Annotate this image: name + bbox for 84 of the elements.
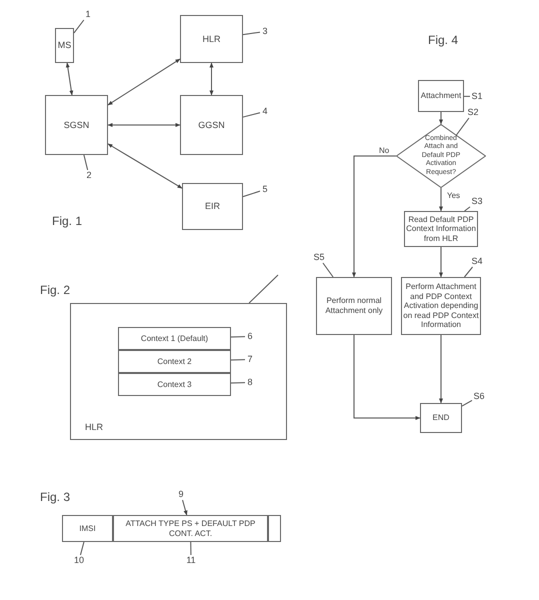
leader-line: [242, 32, 260, 36]
step-label: S5: [312, 252, 326, 263]
node-text: HLR: [85, 422, 104, 433]
reference-number: 6: [245, 331, 255, 342]
reference-number: 1: [83, 9, 93, 20]
leader-line: [248, 274, 278, 304]
step-label: S6: [472, 391, 486, 402]
reference-number: 5: [260, 184, 270, 195]
reference-number: 7: [245, 354, 255, 365]
leader-line: [74, 20, 84, 34]
leader-line: [80, 542, 84, 556]
node-text: ATTACH TYPE PS + DEFAULT PDP CONT. ACT.: [124, 518, 256, 538]
terminator-box: [420, 403, 462, 433]
node-text: Context 3: [157, 380, 192, 390]
decision-diamond: [396, 124, 486, 188]
network-node-box: [180, 15, 243, 63]
network-node-box: [45, 95, 108, 155]
database-box: [70, 303, 287, 440]
node-text: Context 1 (Default): [140, 334, 208, 344]
reference-number: 4: [260, 106, 270, 117]
arrow: [439, 112, 443, 124]
leader-line: [464, 206, 470, 212]
process-box: [418, 80, 464, 112]
arrow: [108, 58, 180, 106]
message-field: [113, 515, 268, 542]
step-label: S3: [470, 196, 484, 207]
reference-number: 2: [84, 170, 94, 181]
reference-number: 3: [260, 26, 270, 37]
leader-line: [230, 382, 246, 384]
leader-line: [182, 500, 188, 516]
node-text: SGSN: [64, 120, 90, 130]
figure-label: Fig. 1: [52, 214, 82, 228]
node-text: EIR: [204, 201, 220, 212]
arrow: [439, 334, 443, 404]
node-text: Read Default PDP Context Information from HLR: [406, 214, 476, 244]
node-text: IMSI: [79, 524, 96, 534]
node-text: Perform normal Attachment only: [324, 296, 384, 316]
network-node-box: [182, 183, 243, 230]
reference-number: 10: [72, 555, 86, 566]
leader-line: [190, 542, 192, 556]
node-text: END: [432, 413, 450, 423]
leader-line: [456, 118, 470, 136]
table-row: [118, 327, 231, 350]
arrow: [66, 62, 74, 96]
network-node-box: [180, 95, 243, 155]
table-row: [118, 350, 231, 373]
figure-label: Fig. 2: [40, 283, 70, 297]
leader-line: [242, 112, 260, 118]
leader-line: [322, 262, 334, 278]
table-row: [118, 373, 231, 396]
leader-line: [464, 266, 474, 278]
reference-number: 8: [245, 377, 255, 388]
leader-line: [464, 96, 470, 97]
edge-label: No: [378, 146, 390, 155]
leader-line: [242, 190, 260, 198]
figure-label: Fig. 3: [40, 490, 70, 504]
leader-line: [462, 400, 472, 407]
arrow: [210, 62, 214, 96]
node-text: Perform Attachment and PDP Context Activation depending on read PDP Context Information: [403, 282, 479, 330]
node-text: HLR: [202, 34, 220, 44]
edge-label: Yes: [446, 191, 462, 200]
terminal-box: [55, 28, 74, 63]
leader-line: [230, 336, 246, 338]
arrow: [354, 334, 420, 420]
reference-number: 11: [184, 555, 198, 566]
step-label: S1: [470, 91, 484, 102]
node-text: MS: [58, 40, 72, 51]
arrow: [108, 123, 180, 127]
process-box: [316, 277, 392, 335]
node-text: Attachment: [420, 91, 462, 101]
step-label: S2: [466, 107, 480, 118]
node-text: GGSN: [198, 120, 225, 130]
arrow: [352, 156, 396, 278]
arrow: [108, 143, 182, 189]
message-field: [62, 515, 113, 542]
step-label: S4: [470, 256, 484, 267]
arrow: [439, 246, 443, 278]
reference-number: 9: [176, 489, 186, 500]
leader-line: [83, 154, 88, 170]
arrow: [439, 188, 443, 212]
box-shape: [268, 515, 281, 542]
leader-line: [230, 359, 246, 360]
figure-label: Fig. 4: [428, 33, 458, 47]
node-text: Context 2: [157, 356, 192, 366]
